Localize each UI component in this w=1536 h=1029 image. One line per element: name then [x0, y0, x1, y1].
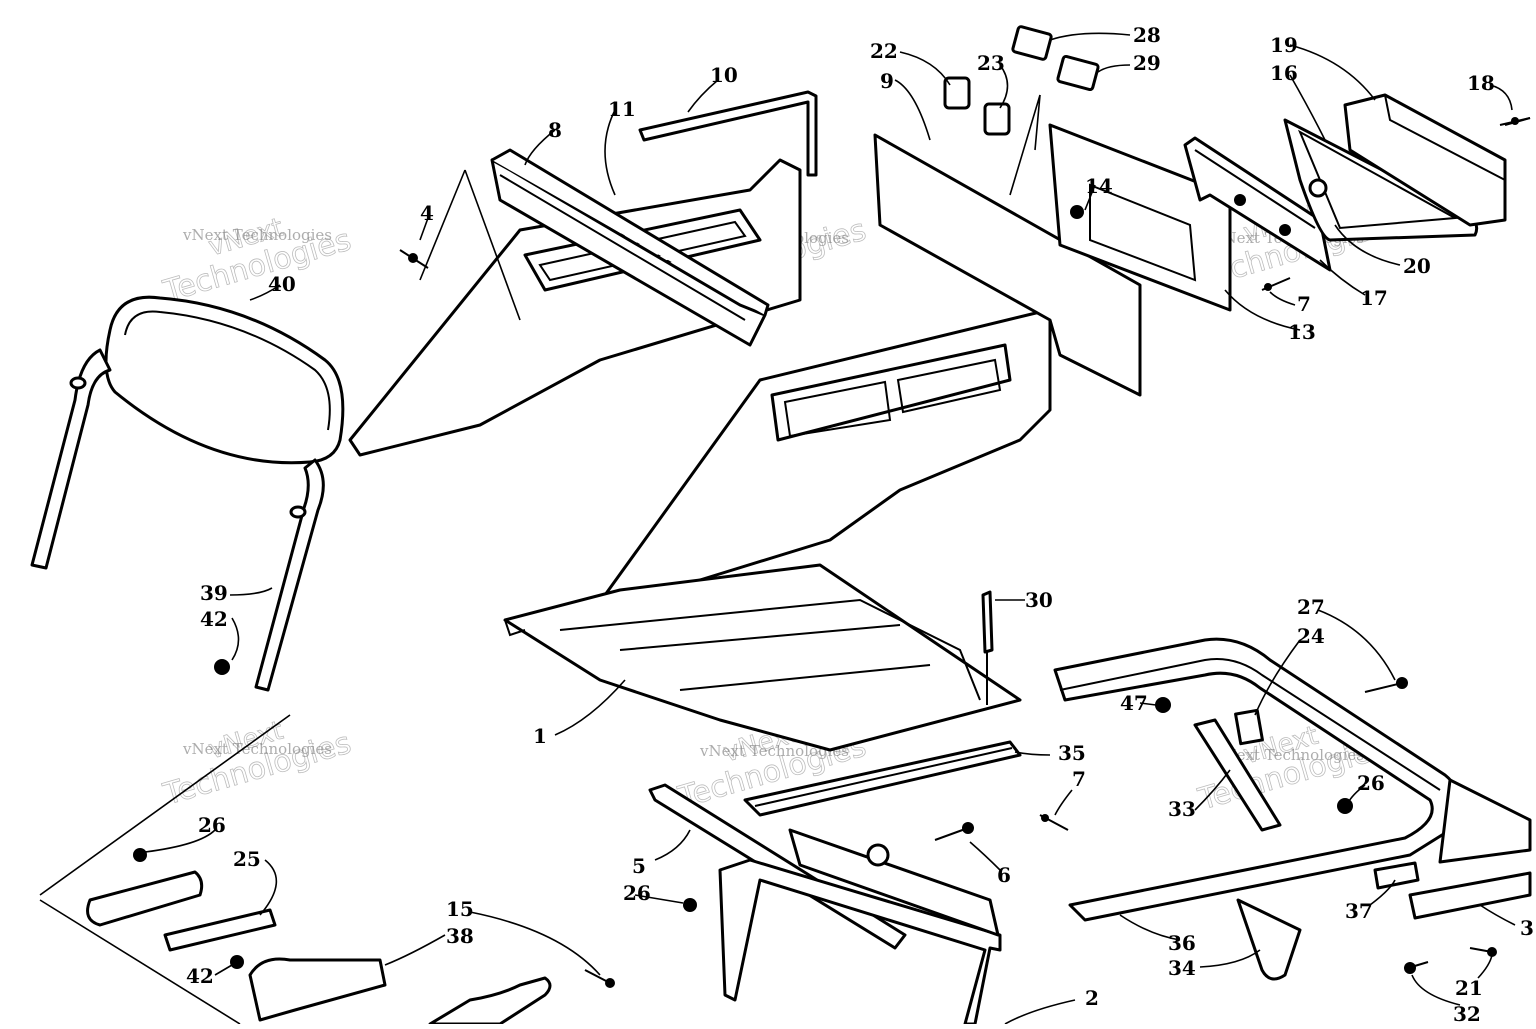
callout-29: 29 [1133, 51, 1161, 75]
part-34-hitch [1236, 898, 1302, 981]
nut-26-icon [133, 848, 147, 862]
callout-20: 20 [1403, 254, 1431, 278]
callout-42-upper: 42 [200, 607, 228, 631]
callout-26-right: 26 [1357, 771, 1385, 795]
callout-2: 2 [1085, 986, 1099, 1010]
callout-23: 23 [977, 51, 1005, 75]
callout-38: 38 [446, 924, 474, 948]
lower-left-footrest-assembly [39, 714, 615, 1026]
screw-18-icon [1511, 117, 1519, 125]
callout-13: 13 [1288, 320, 1316, 344]
nut-42-icon [230, 955, 244, 969]
part-36-bumper-frame [1053, 637, 1532, 922]
part-40-backrest-pad [104, 295, 345, 465]
callout-37: 37 [1345, 899, 1373, 923]
callout-7-upper: 7 [1297, 292, 1311, 316]
part-30-post [981, 590, 994, 705]
callout-33: 33 [1168, 797, 1196, 821]
bolt-15-icon [605, 978, 615, 988]
screw-7-icon [1041, 814, 1049, 822]
screw-7-icon [1264, 283, 1272, 291]
callout-42-lower: 42 [186, 964, 214, 988]
callout-7-lower: 7 [1072, 767, 1086, 791]
callout-10: 10 [710, 63, 738, 87]
bolt-4-icon [408, 253, 418, 263]
part-39-backrest-tube [30, 348, 325, 692]
bolt-6-icon [962, 822, 974, 834]
callout-4: 4 [420, 201, 434, 225]
callout-25: 25 [233, 847, 261, 871]
pads-22-23-28-29 [943, 25, 1100, 136]
part-4-bolt [399, 249, 429, 269]
callout-39: 39 [200, 581, 228, 605]
callout-40: 40 [268, 272, 296, 296]
part-9-rear-plate [873, 123, 1232, 397]
callout-24: 24 [1297, 624, 1325, 648]
callout-18: 18 [1467, 71, 1495, 95]
nut-26-icon [1337, 798, 1353, 814]
callout-1: 1 [533, 724, 547, 748]
center-bracket-panel [603, 310, 1052, 612]
part-1-floor-pan [503, 563, 1022, 752]
callout-26-left: 26 [198, 813, 226, 837]
part-35-strip [743, 740, 1022, 817]
callout-16: 16 [1270, 61, 1298, 85]
callout-15: 15 [446, 897, 474, 921]
bolt-32-icon [1404, 962, 1416, 974]
watermark-topleft: vNext Technologies [159, 212, 356, 310]
part-6-bolt [934, 822, 974, 841]
nut-26-icon [683, 898, 697, 912]
callout-21: 21 [1455, 976, 1483, 1000]
watermark-small-bottomleft: vNext Technologies [182, 740, 332, 758]
callout-35: 35 [1058, 741, 1086, 765]
nut-47-icon [1155, 697, 1171, 713]
callout-17: 17 [1360, 286, 1388, 310]
callout-26-center: 26 [623, 881, 651, 905]
callout-28: 28 [1133, 23, 1161, 47]
misc-fasteners [1039, 117, 1531, 974]
callout-6: 6 [997, 863, 1011, 887]
callout-32: 32 [1453, 1002, 1481, 1024]
watermark-small-topleft: vNext Technologies [182, 226, 332, 244]
part-8-front-bar [490, 148, 770, 347]
callout-30: 30 [1025, 588, 1053, 612]
nut-42-icon [214, 659, 230, 675]
part-10-rod [638, 90, 818, 177]
callout-47: 47 [1120, 691, 1148, 715]
bolt-27-icon [1396, 677, 1408, 689]
callout-34: 34 [1168, 956, 1196, 980]
part-33-24-brackets [1155, 697, 1353, 832]
leader-lines [144, 32, 1516, 1025]
callout-14: 14 [1085, 174, 1113, 198]
callout-36: 36 [1168, 931, 1196, 955]
callout-11: 11 [608, 97, 636, 121]
callout-5: 5 [632, 854, 646, 878]
callout-9: 9 [880, 69, 894, 93]
callout-22: 22 [870, 39, 898, 63]
screw-21-icon [1487, 947, 1497, 957]
callout-3: 3 [1520, 916, 1534, 940]
callout-8: 8 [548, 118, 562, 142]
watermark-small-bottomright: vNext Technologies [1214, 746, 1364, 764]
callout-19: 19 [1270, 33, 1298, 57]
part-5-rail [648, 783, 907, 950]
callout-labels: 1 2 3 4 5 6 7 7 8 9 10 11 13 14 15 16 17… [186, 23, 1534, 1026]
callout-27: 27 [1297, 595, 1325, 619]
